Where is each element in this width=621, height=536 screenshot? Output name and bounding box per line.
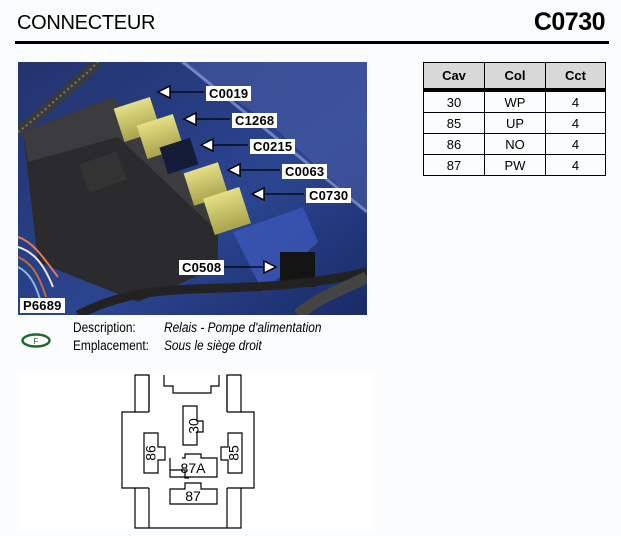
cell-cct: 4 [545, 89, 606, 113]
cell-cct: 4 [545, 133, 606, 155]
callout-arrows [156, 84, 304, 275]
cell-cav: 85 [423, 112, 485, 134]
cell-cav: 30 [423, 89, 485, 113]
cell-col: UP [484, 112, 546, 134]
cell-cct: 4 [545, 112, 606, 134]
location-value: Sous le siège droit [164, 338, 262, 353]
pin-label-30: 30 [186, 418, 202, 434]
table-row: 85 UP 4 [423, 112, 606, 134]
cell-cct: 4 [545, 154, 606, 176]
svg-text:F: F [34, 337, 39, 346]
description-label: Description: [73, 320, 136, 335]
location-label: Emplacement: [73, 338, 149, 353]
pin-label-87: 87 [185, 488, 201, 504]
callout-c0019: C0019 [206, 86, 252, 101]
callout-c0063: C0063 [282, 164, 328, 179]
cell-cav: 86 [423, 133, 485, 155]
header-cct: Cct [545, 62, 606, 92]
cell-col: NO [484, 133, 546, 155]
table-header-row: Cav Col Cct [423, 62, 606, 92]
page-title: CONNECTEUR [17, 12, 156, 34]
table-row: 86 NO 4 [423, 133, 606, 155]
connector-face-diagram: 30 86 85 87A 87 [17, 372, 374, 531]
header-col: Col [484, 62, 546, 92]
market-f-icon: F [21, 333, 51, 348]
relay-blocks [113, 96, 251, 235]
callout-c1268: C1268 [232, 113, 278, 128]
callout-c0215: C0215 [250, 139, 296, 154]
cell-cav: 87 [423, 154, 485, 176]
cell-col: WP [484, 89, 546, 113]
location-photo: C0019 C1268 C0215 C0063 C0730 C0508 P668… [18, 62, 367, 315]
connector-code: C0730 [533, 8, 606, 36]
pin-table: Cav Col Cct 30 WP 4 85 UP 4 86 NO 4 87 P… [423, 62, 606, 176]
header-divider [15, 41, 609, 44]
description-value: Relais - Pompe d'alimentation [164, 320, 322, 335]
callout-c0508: C0508 [179, 260, 225, 275]
pin-label-87a: 87A [181, 460, 207, 476]
pin-label-86: 86 [143, 445, 159, 461]
connector-outline: 30 86 85 87A 87 [121, 374, 255, 529]
photo-reference: P6689 [20, 298, 65, 313]
cell-col: PW [484, 154, 546, 176]
table-row: 87 PW 4 [423, 154, 606, 176]
header-cav: Cav [423, 62, 485, 92]
pin-label-85: 85 [226, 445, 242, 461]
table-row: 30 WP 4 [423, 89, 606, 113]
callout-c0730: C0730 [306, 188, 352, 203]
